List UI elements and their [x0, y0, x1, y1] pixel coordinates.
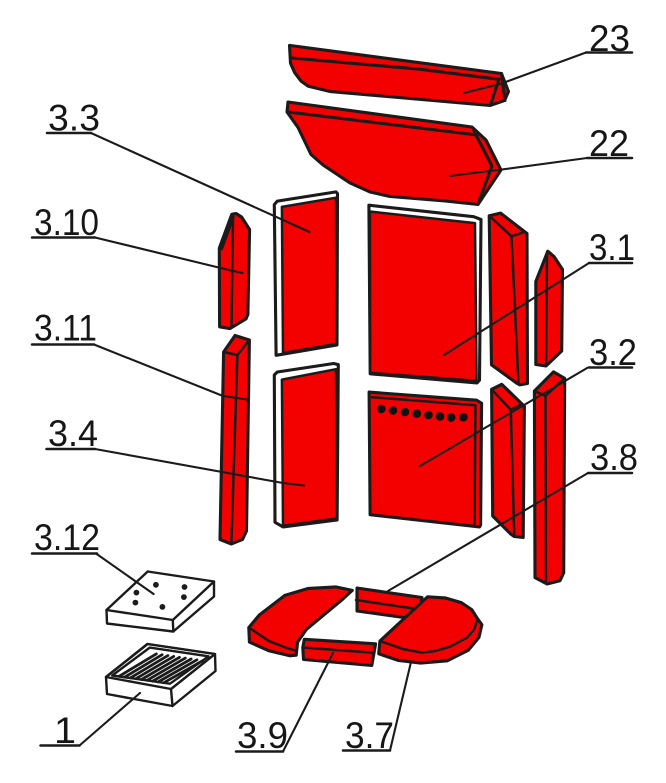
- svg-text:3.12: 3.12: [34, 517, 100, 558]
- svg-text:3.8: 3.8: [590, 437, 638, 478]
- svg-text:3.7: 3.7: [345, 715, 394, 756]
- svg-text:1: 1: [54, 710, 76, 751]
- svg-text:3.1: 3.1: [589, 227, 635, 268]
- svg-text:3.3: 3.3: [48, 98, 100, 139]
- svg-text:22: 22: [589, 123, 629, 164]
- svg-text:23: 23: [589, 18, 630, 59]
- svg-text:3.2: 3.2: [589, 332, 637, 373]
- svg-text:3.9: 3.9: [237, 715, 288, 756]
- svg-text:3.11: 3.11: [34, 308, 97, 349]
- svg-text:3.10: 3.10: [34, 202, 99, 243]
- svg-text:3.4: 3.4: [48, 413, 98, 454]
